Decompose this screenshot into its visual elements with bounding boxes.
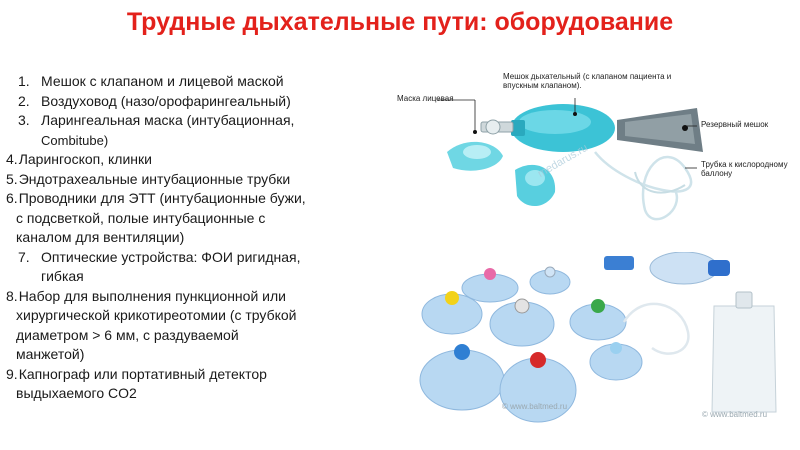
item-number: 6.	[6, 190, 18, 206]
list-item: 5.Эндотрахеальные интубационные трубки	[6, 170, 366, 190]
item-text: диаметром > 6 мм, с раздуваемой	[16, 326, 239, 343]
item-text: хирургической крикотиреотомии (с трубкой	[16, 307, 297, 323]
list-item: 4.Ларингоскоп, клинки	[6, 150, 366, 170]
item-text: Капнограф или портативный детектор	[18, 365, 267, 382]
item-number: 3.	[18, 112, 30, 128]
masks-and-bag-photo: © www.baltmed.ru © www.baltmed.ru	[392, 252, 784, 442]
list-item: 8.Набор для выполнения пункционной или хи…	[6, 287, 366, 365]
bag-valve-mask-photo: Маска лицевая Мешок дыхательный (с клапа…	[385, 60, 790, 240]
item-text: Ларингеальная маска (интубационная,	[41, 112, 295, 128]
item-number: 1.	[18, 73, 30, 89]
item-text: манжетой)	[16, 346, 85, 362]
item-text: Мешок с клапаном и лицевой маской	[41, 73, 284, 89]
mask-label: Маска лицевая	[397, 94, 454, 103]
item-text: Набор для выполнения пункционной или	[18, 287, 286, 304]
list-item: 9.Капнограф или портативный детектор выды…	[6, 365, 366, 404]
item-text: Ларингоскоп, клинки	[18, 151, 152, 167]
reservoir-label: Резервный мешок	[701, 120, 769, 129]
tube-label: Трубка к кислородному баллону	[701, 160, 788, 178]
bag-label: Мешок дыхательный (с клапаном пациента и…	[503, 72, 672, 90]
item-number: 9.	[6, 365, 18, 382]
list-item: 2. Воздуховод (назо/орофарингеальный)	[6, 92, 366, 112]
equipment-list: 1. Мешок с клапаном и лицевой маской 2. Во…	[6, 72, 366, 404]
item-text: с подсветкой, полые интубационные с	[16, 209, 266, 226]
item-text: Combitube)	[41, 132, 109, 148]
item-text: Оптические устройства: ФОИ ригидная,	[41, 248, 301, 265]
list-item: 6.Проводники для ЭТТ (интубационные бужи…	[6, 189, 366, 248]
item-text: Воздуховод (назо/орофарингеальный)	[41, 92, 291, 109]
item-text: гибкая	[41, 268, 84, 284]
item-text: выдыхаемого CO2	[16, 385, 137, 401]
item-text: каналом для вентиляции)	[16, 229, 185, 245]
item-text: Эндотрахеальные интубационные трубки	[18, 170, 291, 187]
item-number: 8.	[6, 287, 18, 304]
item-text: Проводники для ЭТТ (интубационные бужи,	[18, 190, 306, 206]
item-number: 4.	[6, 151, 18, 167]
item-number: 2.	[18, 92, 30, 109]
bag-valve-mask-illustration	[437, 98, 703, 221]
list-item: 1. Мешок с клапаном и лицевой маской	[6, 72, 366, 92]
masks-illustration	[419, 252, 777, 423]
list-item: 7. Оптические устройства: ФОИ ригидная, ги…	[6, 248, 366, 287]
watermark: © www.baltmed.ru	[502, 402, 568, 411]
item-number: 5.	[6, 170, 18, 187]
list-item: 3. Ларингеальная маска (интубационная, Com…	[6, 111, 366, 150]
page-title: Трудные дыхательные пути: оборудование	[126, 8, 674, 36]
watermark: © www.baltmed.ru	[702, 410, 768, 419]
item-number: 7.	[18, 248, 30, 265]
